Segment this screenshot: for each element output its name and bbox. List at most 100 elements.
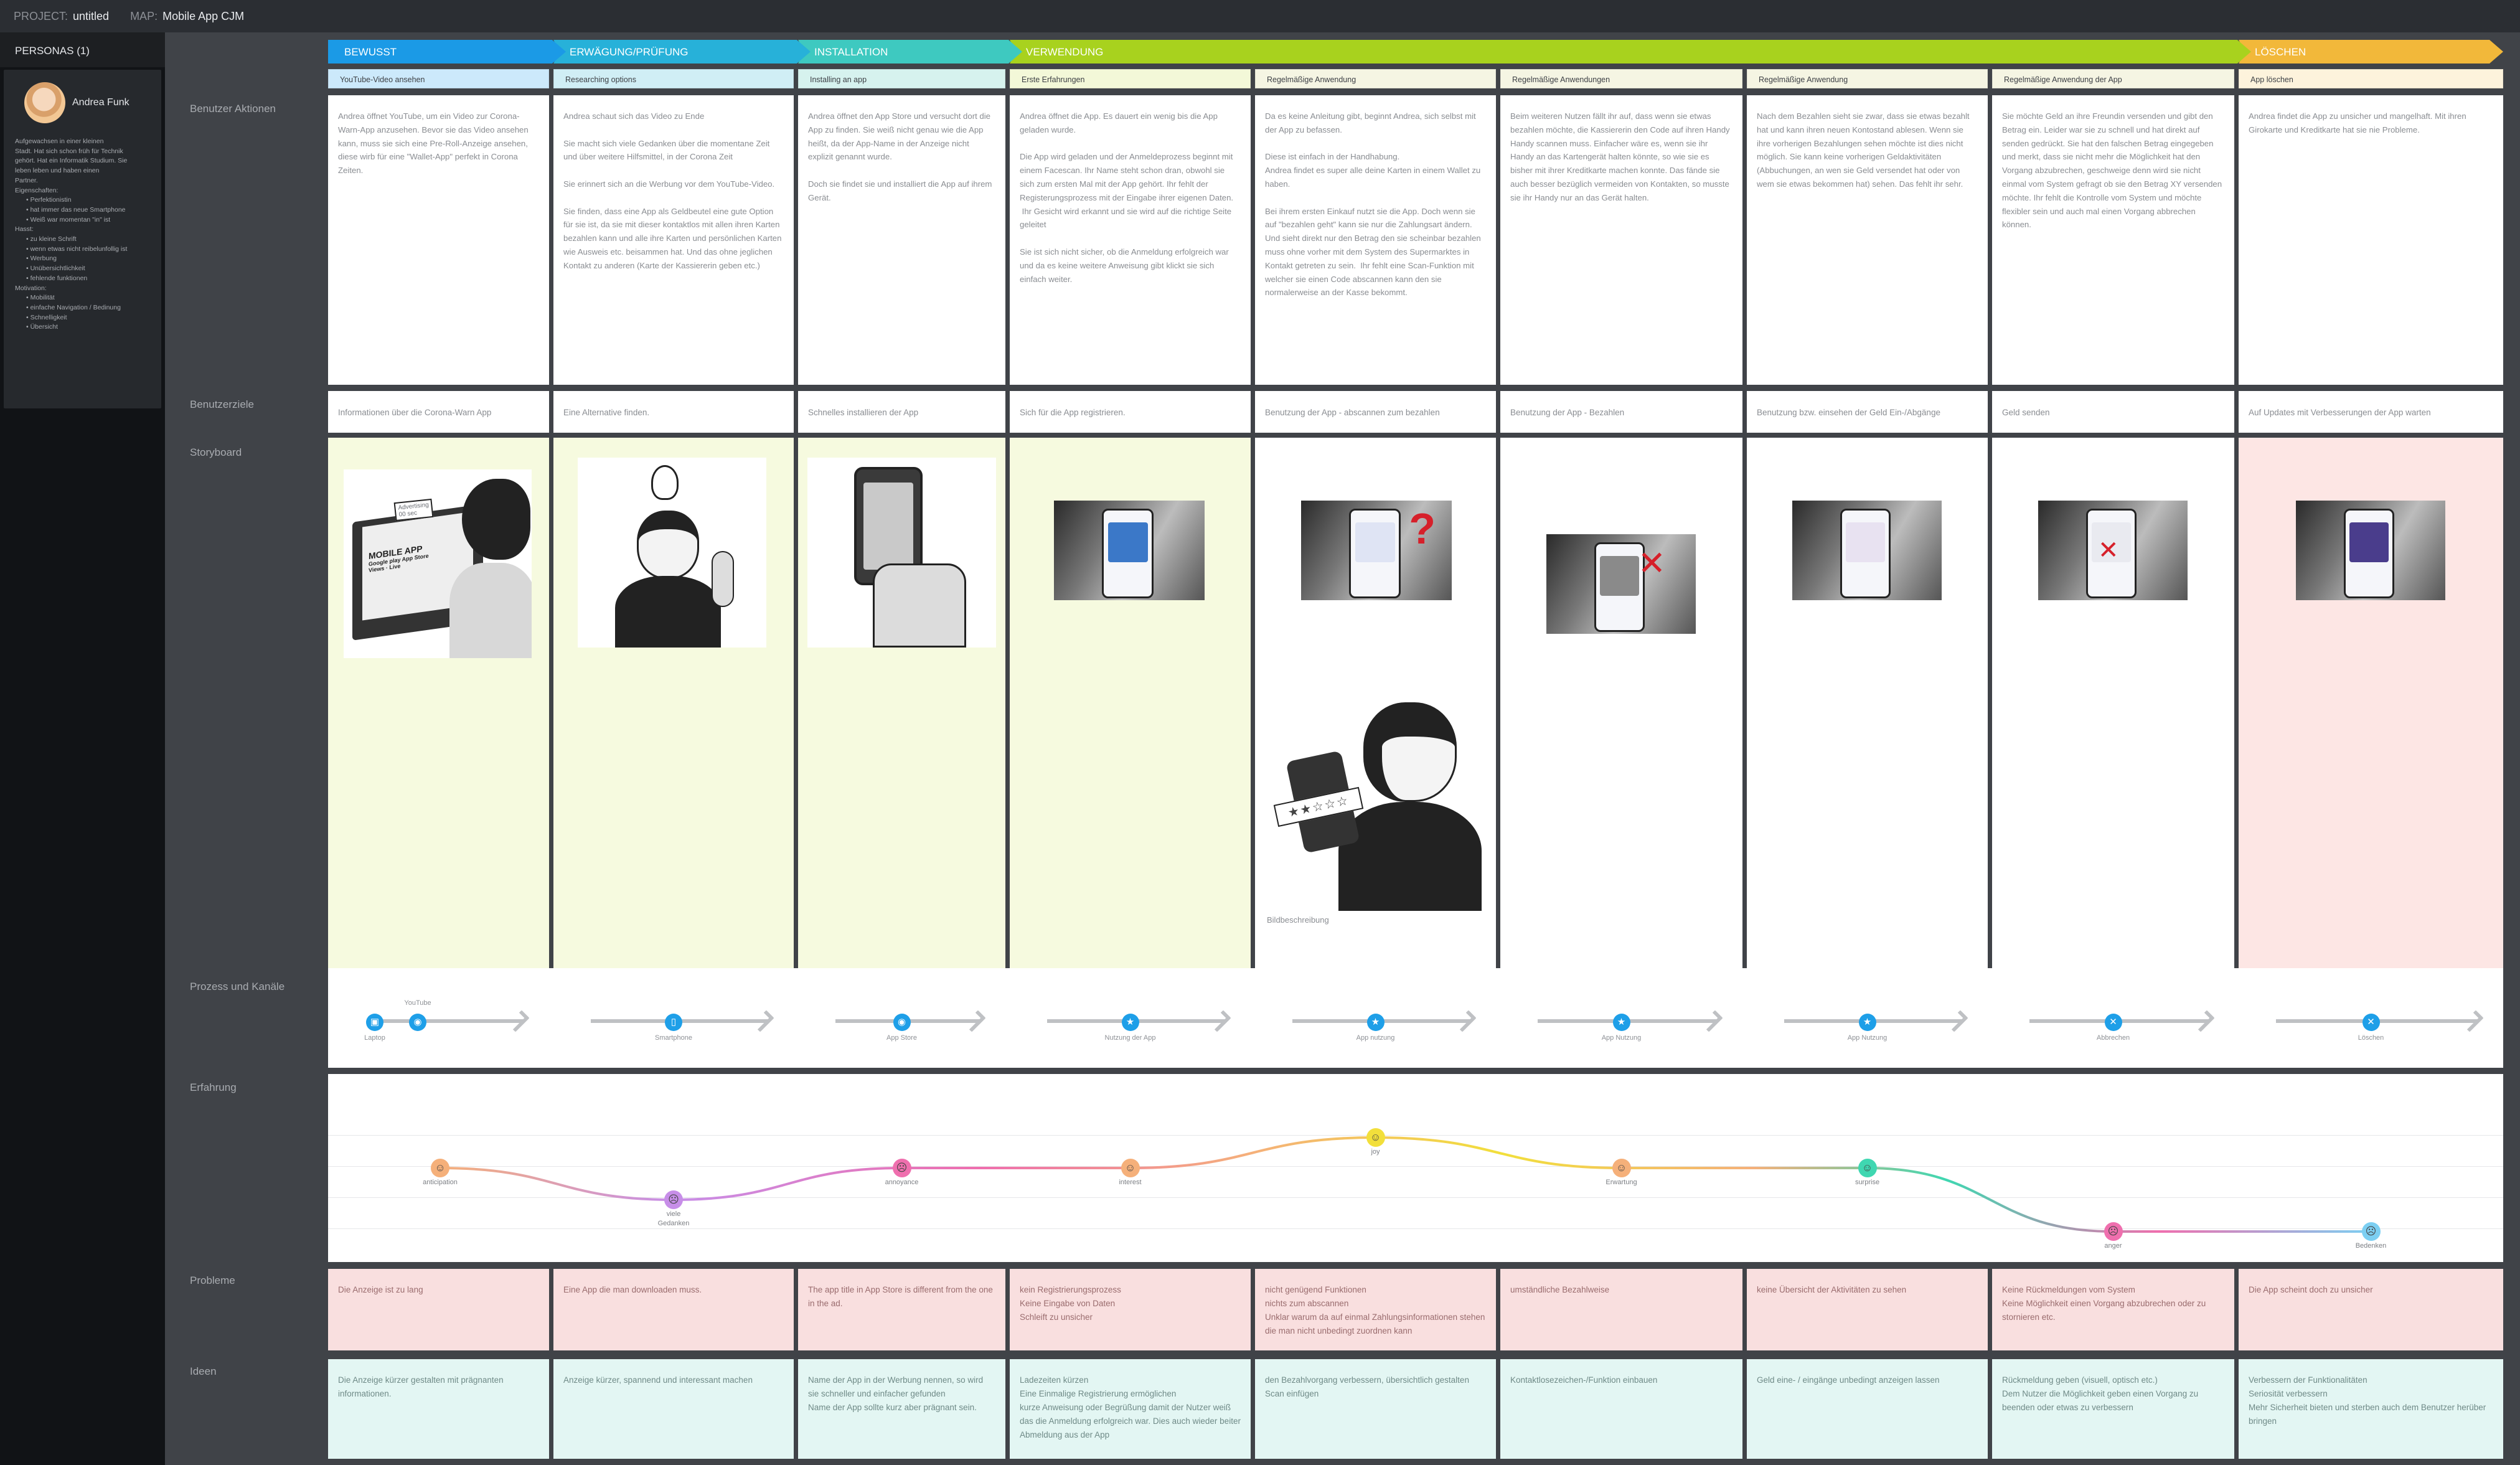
- problem-card[interactable]: keine Übersicht der Aktivitäten zu sehen: [1747, 1269, 1988, 1350]
- channel-node[interactable]: ★: [1121, 1014, 1139, 1031]
- goal-card[interactable]: Benutzung der App - Bezahlen: [1500, 391, 1742, 433]
- channel-node-youtube[interactable]: ◉: [409, 1014, 426, 1031]
- persona-description-line: Partner.: [15, 176, 38, 184]
- map-name[interactable]: Mobile App CJM: [162, 9, 245, 22]
- persona-description-line: Eigenschaften:: [15, 186, 59, 194]
- persona-description-line: • Schnelligkeit: [26, 313, 67, 321]
- action-card[interactable]: Andrea öffnet den App Store und versucht…: [798, 95, 1005, 385]
- problem-card[interactable]: kein Registrierungsprozess Keine Eingabe…: [1010, 1269, 1251, 1350]
- column-subheader[interactable]: YouTube-Video ansehen: [328, 69, 549, 88]
- phase-0[interactable]: BEWUSST: [328, 40, 566, 64]
- problem-card[interactable]: umständliche Bezahlweise: [1500, 1269, 1742, 1350]
- channel-node[interactable]: ▯: [665, 1014, 682, 1031]
- channel-node[interactable]: ▣: [366, 1014, 383, 1031]
- storyboard-card[interactable]: [1500, 438, 1742, 969]
- project-name[interactable]: untitled: [73, 9, 110, 22]
- emotion-face-icon[interactable]: ☺: [1612, 1159, 1631, 1177]
- goal-card[interactable]: Benutzung der App - abscannen zum bezahl…: [1255, 391, 1496, 433]
- channel-label: App Nutzung: [1847, 1034, 1888, 1042]
- question-mark-icon: ?: [1409, 504, 1436, 553]
- process-band: [328, 968, 2503, 1068]
- emotion-face-icon[interactable]: ☺: [1858, 1159, 1877, 1177]
- emotion-face-icon[interactable]: ☹: [892, 1159, 911, 1177]
- channel-top-label: YouTube: [404, 999, 431, 1007]
- idea-card[interactable]: Kontaktlosezeichen-/Funktion einbauen: [1500, 1359, 1742, 1459]
- channel-node[interactable]: ✕: [2104, 1014, 2122, 1031]
- column-subheader[interactable]: Installing an app: [798, 69, 1005, 88]
- persona-card[interactable]: Andrea Funk Aufgewachsen in einer kleine…: [4, 70, 161, 408]
- channel-node[interactable]: ◉: [893, 1014, 911, 1031]
- phase-4[interactable]: LÖSCHEN: [2239, 40, 2503, 64]
- column-subheader[interactable]: Regelmäßige Anwendung: [1747, 69, 1988, 88]
- personas-header[interactable]: PERSONAS (1): [0, 32, 165, 67]
- action-card[interactable]: Andrea öffnet YouTube, um ein Video zur …: [328, 95, 549, 385]
- column-subheader[interactable]: Erste Erfahrungen: [1010, 69, 1251, 88]
- emotion-glyph: ☺: [1124, 1162, 1136, 1174]
- goal-card[interactable]: Auf Updates mit Verbesserungen der App w…: [2239, 391, 2503, 433]
- phone-hand-illustration: [807, 458, 996, 648]
- channel-node[interactable]: ✕: [2362, 1014, 2380, 1031]
- emotion-face-icon[interactable]: ☹: [664, 1190, 683, 1209]
- action-card[interactable]: Sie möchte Geld an ihre Freundin versend…: [1992, 95, 2234, 385]
- action-card[interactable]: Nach dem Bezahlen sieht sie zwar, dass s…: [1747, 95, 1988, 385]
- action-card[interactable]: Da es keine Anleitung gibt, beginnt Andr…: [1255, 95, 1496, 385]
- grid-line: [328, 1228, 2503, 1229]
- payment-question-photo: ?: [1301, 501, 1452, 600]
- emotion-label: viele Gedanken: [657, 1210, 690, 1227]
- channel-node[interactable]: ★: [1366, 1014, 1385, 1031]
- phase-1[interactable]: ERWÄGUNG/PRÜFUNG: [553, 40, 811, 64]
- column-subheader[interactable]: App löschen: [2239, 69, 2503, 88]
- problem-card[interactable]: nicht genügend Funktionen nichts zum abs…: [1255, 1269, 1496, 1350]
- idea-card[interactable]: den Bezahlvorgang verbessern, übersichtl…: [1255, 1359, 1496, 1459]
- goal-card[interactable]: Benutzung bzw. einsehen der Geld Ein-/Ab…: [1747, 391, 1988, 433]
- goal-card[interactable]: Geld senden: [1992, 391, 2234, 433]
- idea-card[interactable]: Rückmeldung geben (visuell, optisch etc.…: [1992, 1359, 2234, 1459]
- problem-card[interactable]: Eine App die man downloaden muss.: [553, 1269, 794, 1350]
- goal-card[interactable]: Sich für die App registrieren.: [1010, 391, 1251, 433]
- action-card[interactable]: Andrea öffnet die App. Es dauert ein wen…: [1010, 95, 1251, 385]
- idea-card[interactable]: Name der App in der Werbung nennen, so w…: [798, 1359, 1005, 1459]
- channel-label: Smartphone: [655, 1034, 692, 1042]
- action-card[interactable]: Beim weiteren Nutzen fällt ihr auf, dass…: [1500, 95, 1742, 385]
- cross-icon: ✕: [2098, 537, 2119, 564]
- idea-card[interactable]: Geld eine- / eingänge unbedingt anzeigen…: [1747, 1359, 1988, 1459]
- column-subheader[interactable]: Regelmäßige Anwendung der App: [1992, 69, 2234, 88]
- emotion-face-icon[interactable]: ☹: [2361, 1222, 2381, 1241]
- emotion-face-icon[interactable]: ☺: [431, 1159, 449, 1177]
- avatar: [24, 82, 65, 123]
- idea-card[interactable]: Verbessern der Funktionalitäten Seriosit…: [2239, 1359, 2503, 1459]
- persona-description-line: Motivation:: [15, 284, 47, 292]
- action-card[interactable]: Andrea schaut sich das Video zu Ende Sie…: [553, 95, 794, 385]
- column-subheader[interactable]: Regelmäßige Anwendung: [1255, 69, 1496, 88]
- phone-icon: [1594, 542, 1645, 632]
- channel-node[interactable]: ★: [1858, 1014, 1876, 1031]
- channel-node[interactable]: ★: [1612, 1014, 1630, 1031]
- persona-description-line: • Mobilität: [26, 294, 55, 302]
- app-screen-icon: [1107, 522, 1148, 562]
- emotion-face-icon[interactable]: ☺: [1121, 1159, 1140, 1177]
- problem-card[interactable]: Die Anzeige ist zu lang: [328, 1269, 549, 1350]
- emotion-label: annoyance: [885, 1179, 919, 1186]
- column-subheader[interactable]: Researching options: [553, 69, 794, 88]
- goal-card[interactable]: Schnelles installieren der App: [798, 391, 1005, 433]
- goal-card[interactable]: Eine Alternative finden.: [553, 391, 794, 433]
- phase-3[interactable]: VERWENDUNG: [1010, 40, 2251, 64]
- problem-card[interactable]: Die App scheint doch zu unsicher: [2239, 1269, 2503, 1350]
- phase-2[interactable]: INSTALLATION: [798, 40, 1022, 64]
- problem-card[interactable]: The app title in App Store is different …: [798, 1269, 1005, 1350]
- idea-card[interactable]: Die Anzeige kürzer gestalten mit prägnan…: [328, 1359, 549, 1459]
- emotion-label: interest: [1119, 1179, 1142, 1186]
- goal-card[interactable]: Informationen über die Corona-Warn App: [328, 391, 549, 433]
- column-subheader[interactable]: Regelmäßige Anwendungen: [1500, 69, 1742, 88]
- grid-line: [328, 1197, 2503, 1198]
- emotion-label: Erwartung: [1606, 1179, 1637, 1186]
- lightbulb-icon: [651, 465, 679, 500]
- action-card[interactable]: Andrea findet die App zu unsicher und ma…: [2239, 95, 2503, 385]
- idea-card[interactable]: Ladezeiten kürzen Eine Einmalige Registr…: [1010, 1359, 1251, 1459]
- row-label-problems: Probleme: [190, 1274, 235, 1286]
- problem-card[interactable]: Keine Rückmeldungen vom System Keine Mög…: [1992, 1269, 2234, 1350]
- idea-card[interactable]: Anzeige kürzer, spannend und interessant…: [553, 1359, 794, 1459]
- person-body-icon: [615, 576, 721, 648]
- emotion-face-icon[interactable]: ☺: [1366, 1128, 1385, 1147]
- emotion-face-icon[interactable]: ☹: [2104, 1222, 2123, 1241]
